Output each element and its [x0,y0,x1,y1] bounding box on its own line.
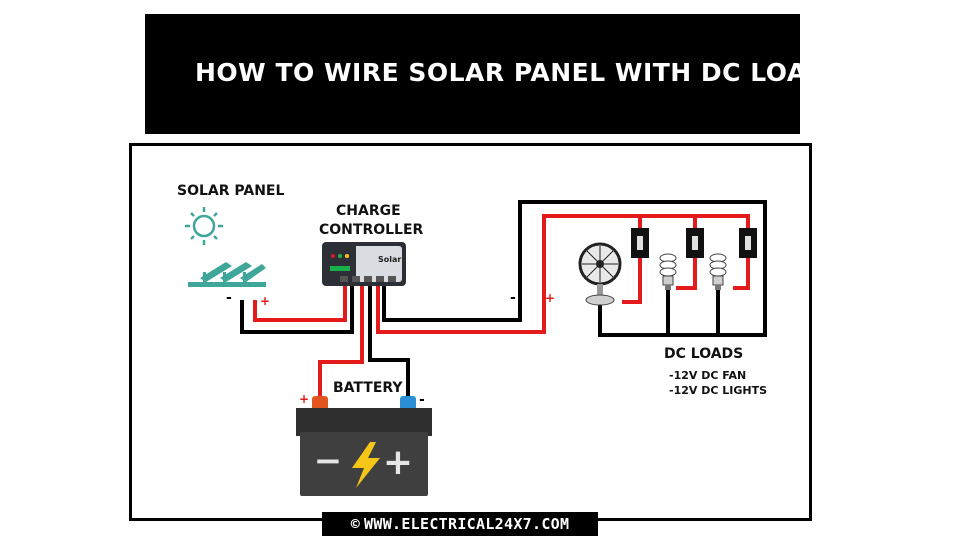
battery-minus-symbol: − [314,441,343,481]
panel-positive-sign: + [260,294,271,308]
battery-negative-sign: - [419,392,425,408]
title-banner: HOW TO WIRE SOLAR PANEL WITH DC LOADS [145,14,846,134]
panel-negative-sign: - [226,290,232,306]
load-negative-sign: - [510,290,516,306]
solar-panel-icon [188,262,266,287]
switch-icon [631,228,649,258]
load-positive-sign: + [545,291,556,305]
switch-icon [739,228,757,258]
charge-controller [322,242,406,286]
solar-panel-label: SOLAR PANEL [177,183,285,199]
website-url: WWW.ELECTRICAL24X7.COM [364,515,570,533]
fan-icon [578,242,622,306]
sun-icon [185,207,223,245]
battery-positive-sign: + [299,392,310,406]
battery-plus-symbol: + [383,442,413,483]
cfl-bulb-icon [709,253,727,290]
battery-icon [296,396,432,496]
charge-controller-label-line2: CONTROLLER [319,222,424,238]
positive-wires [253,214,750,398]
switch-icon [686,228,704,258]
load-fan-label: -12V DC FAN [669,369,747,382]
charge-controller-label-line1: CHARGE [336,203,401,219]
controller-brand: Solar [378,255,401,264]
copyright-symbol: © [350,515,361,533]
dc-loads-label: DC LOADS [664,346,744,362]
page-title: HOW TO WIRE SOLAR PANEL WITH DC LOADS [195,58,847,87]
website-footer: ©WWW.ELECTRICAL24X7.COM [322,512,598,536]
load-lights-label: -12V DC LIGHTS [669,384,768,397]
battery-label: BATTERY [333,380,403,396]
negative-wires [240,200,767,398]
cfl-bulb-icon [659,253,677,290]
